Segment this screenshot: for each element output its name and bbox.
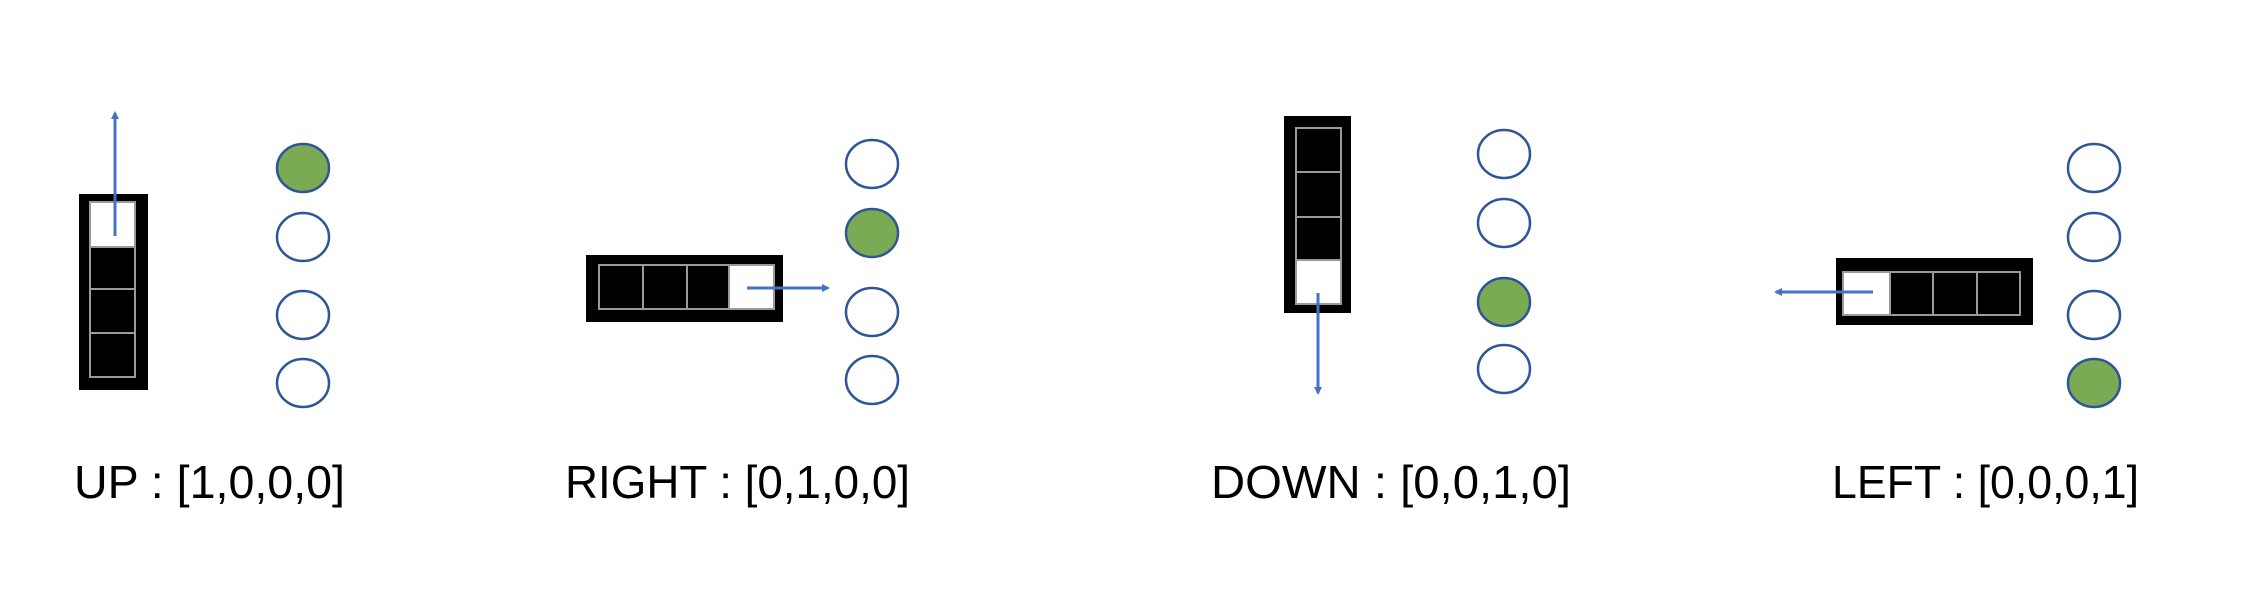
output-node xyxy=(1476,128,1532,180)
grid-cell xyxy=(89,332,136,378)
label-left: LEFT : [0,0,0,1] xyxy=(1832,456,2139,508)
output-node xyxy=(2066,211,2122,263)
grid-cell xyxy=(686,264,730,310)
output-node xyxy=(1476,197,1532,249)
panel-right xyxy=(586,138,900,406)
grid-cell xyxy=(1976,271,2021,316)
grid-cell xyxy=(89,288,136,334)
grid-cell xyxy=(1932,271,1978,316)
label-right: RIGHT : [0,1,0,0] xyxy=(565,456,910,508)
grid-cell-head xyxy=(89,201,136,248)
output-node xyxy=(844,286,900,338)
panel-up xyxy=(79,111,331,409)
output-node xyxy=(275,357,331,409)
grid-cell xyxy=(1295,171,1342,218)
output-node xyxy=(2066,289,2122,341)
output-node-active xyxy=(2066,357,2122,409)
output-node xyxy=(275,211,331,263)
output-node-active xyxy=(1476,276,1532,328)
grid-cell xyxy=(89,246,136,290)
panel-down xyxy=(1284,116,1532,395)
grid-cell xyxy=(1295,127,1342,173)
output-node xyxy=(275,289,331,341)
label-up: UP : [1,0,0,0] xyxy=(74,456,345,508)
output-node-active xyxy=(844,207,900,259)
output-node xyxy=(1476,343,1532,395)
grid-cell xyxy=(1889,271,1934,316)
panel-left xyxy=(1774,142,2122,409)
output-node xyxy=(844,354,900,406)
output-node xyxy=(2066,142,2122,194)
grid-cell xyxy=(642,264,688,310)
grid-cell xyxy=(598,264,644,310)
grid-cell xyxy=(1295,216,1342,261)
label-down: DOWN : [0,0,1,0] xyxy=(1211,456,1571,508)
output-node-active xyxy=(275,142,331,194)
output-node xyxy=(844,138,900,190)
